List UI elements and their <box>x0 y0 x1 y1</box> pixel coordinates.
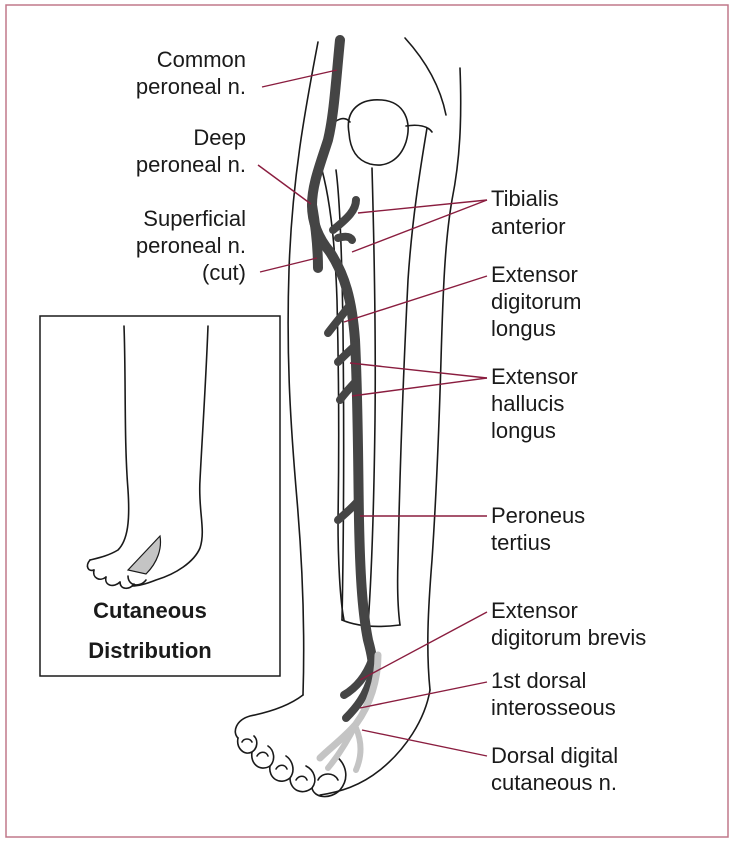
branch-ehl-1 <box>334 341 360 366</box>
leader-superficial <box>259 257 318 273</box>
leader-tibialis-2 <box>351 199 488 253</box>
inset-frame <box>39 315 281 677</box>
label-peroneus-2: tertius <box>491 530 551 555</box>
leader-ehl-2 <box>351 377 488 397</box>
fibula <box>321 169 340 521</box>
label-superficial-2: peroneal n. <box>136 233 246 258</box>
label-common-peroneal-2: peroneal n. <box>136 74 246 99</box>
label-ehl-2: hallucis <box>491 391 564 416</box>
label-ehl-1: Extensor <box>491 364 578 389</box>
labels: Common peroneal n. Deep peroneal n. Supe… <box>88 47 646 795</box>
label-common-peroneal-1: Common <box>157 47 246 72</box>
branch-first-dorsal <box>342 671 376 722</box>
leader-edb <box>359 611 488 681</box>
leader-tibialis-1 <box>357 199 488 214</box>
label-dorsal-digital-1: Dorsal digital <box>491 743 618 768</box>
leader-dorsal-digital <box>361 729 488 757</box>
label-superficial-1: Superficial <box>143 206 246 231</box>
label-edl-1: Extensor <box>491 262 578 287</box>
leg-outline <box>234 37 462 798</box>
label-tibialis-2: anterior <box>491 214 566 239</box>
inset-panel <box>39 315 281 677</box>
label-edl-2: digitorum <box>491 289 581 314</box>
inset-title-2: Distribution <box>88 638 211 663</box>
cutaneous-region <box>126 534 162 575</box>
leader-ehl-1 <box>349 362 488 379</box>
label-peroneus-1: Peroneus <box>491 503 585 528</box>
label-deep-peroneal-2: peroneal n. <box>136 152 246 177</box>
foot-lateral <box>234 694 304 739</box>
inset-title-1: Cutaneous <box>93 598 207 623</box>
patella <box>347 99 409 166</box>
branch-edl <box>324 301 354 337</box>
label-edl-3: longus <box>491 316 556 341</box>
branch-tibialis-1 <box>329 196 360 234</box>
leader-common-peroneal <box>261 69 338 88</box>
branch-edb <box>340 656 376 699</box>
leader-first-dorsal <box>359 681 488 709</box>
label-first-dorsal-1: 1st dorsal <box>491 668 586 693</box>
label-edb-1: Extensor <box>491 598 578 623</box>
toe-1 <box>311 755 347 798</box>
peroneal-nerve <box>307 35 382 773</box>
branch-peroneus-tertius <box>334 496 363 524</box>
label-first-dorsal-2: interosseous <box>491 695 616 720</box>
label-tibialis-1: Tibialis <box>491 186 559 211</box>
branch-ehl-2 <box>336 376 361 404</box>
label-edb-2: digitorum brevis <box>491 625 646 650</box>
figure-frame <box>5 4 729 838</box>
label-ehl-3: longus <box>491 418 556 443</box>
leader-deep-peroneal <box>257 164 312 205</box>
leader-lines <box>257 69 488 757</box>
tibia-medial <box>396 127 428 626</box>
label-deep-peroneal-1: Deep <box>193 125 246 150</box>
label-dorsal-digital-2: cutaneous n. <box>491 770 617 795</box>
leader-edl <box>343 275 488 323</box>
label-superficial-3: (cut) <box>202 260 246 285</box>
superficial-peroneal-branch <box>307 200 323 273</box>
